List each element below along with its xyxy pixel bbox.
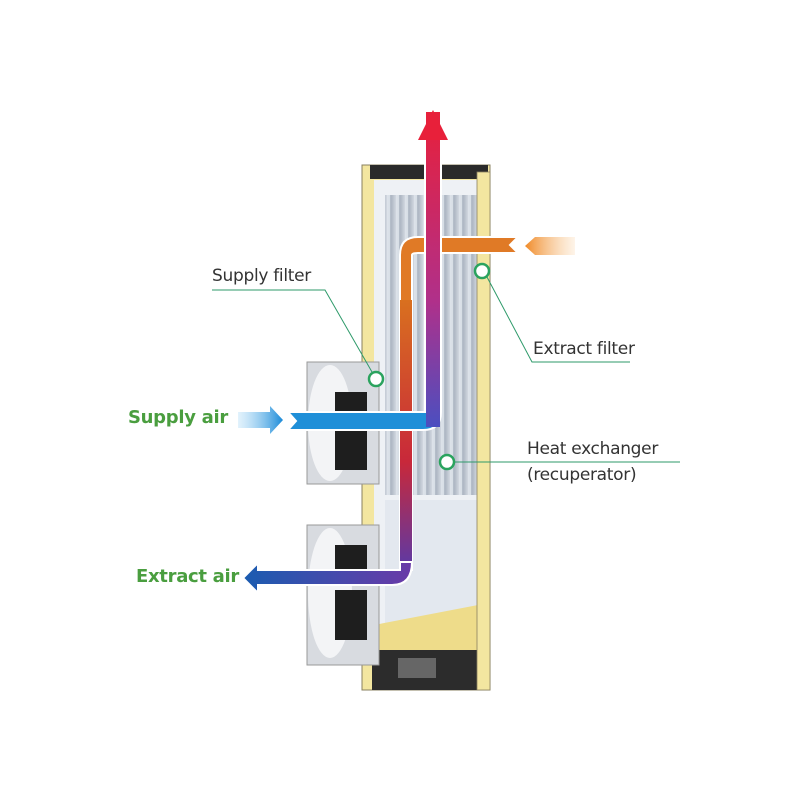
supply-filter-label: Supply filter (212, 266, 311, 286)
extract-filter-marker (473, 262, 491, 280)
extract-air-label: Extract air (136, 566, 239, 587)
supply-filter-marker (367, 370, 385, 388)
heat-exchanger-marker (438, 453, 456, 471)
supply-air-flow (238, 109, 450, 434)
extract-filter-label: Extract filter (533, 339, 635, 359)
extract-fan (306, 524, 380, 666)
recuperator-label: (recuperator) (527, 465, 637, 485)
leader-lines (212, 276, 680, 463)
heat-exchanger-label: Heat exchanger (527, 439, 659, 459)
supply-air-label: Supply air (128, 407, 228, 428)
